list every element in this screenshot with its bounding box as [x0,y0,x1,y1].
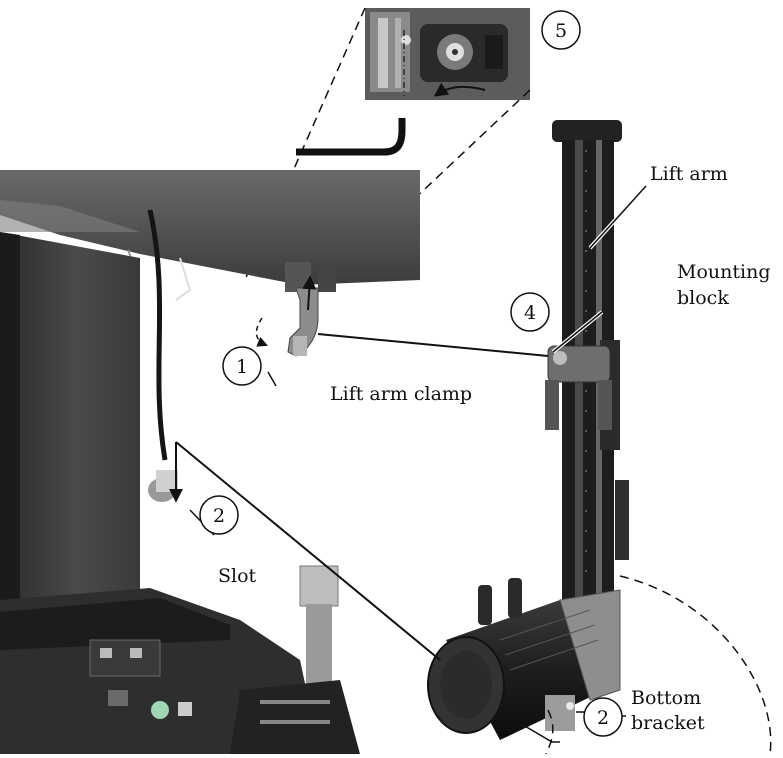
callout-2-bracket-number: 2 [597,707,609,729]
callout-5-number: 5 [555,20,567,42]
motor-assembly [427,578,621,740]
lift-arm-clamp [255,275,319,357]
label-slot: Slot [218,565,257,587]
callout-2-slot: 2 [199,495,239,535]
detail-arc [619,575,772,755]
detail-arc-inner [545,709,554,755]
mounting-block [545,345,612,430]
callout-4: 4 [510,292,550,332]
support-post [230,565,360,754]
callout-4-number: 4 [524,302,536,324]
label-lift-arm-clamp: Lift arm clamp [330,383,472,405]
callout-1-number: 1 [236,356,248,378]
label-lift-arm: Lift arm [650,163,728,185]
label-mounting-block-line1: Mounting [677,261,770,283]
callout-5: 5 [541,10,581,50]
label-bottom-bracket-line2: bracket [631,712,705,734]
machine-body [0,209,320,754]
callout-1: 1 [222,346,262,386]
callout-2-bracket: 2 [583,697,623,737]
label-bottom-bracket-line1: Bottom [631,687,701,709]
bracket-wedge [517,721,560,743]
callout-2-slot-number: 2 [213,505,225,527]
inset-photo [365,8,530,100]
cable [296,118,406,156]
ceiling-panel [0,170,420,301]
label-mounting-block-line2: block [677,287,729,309]
slot [156,470,178,492]
